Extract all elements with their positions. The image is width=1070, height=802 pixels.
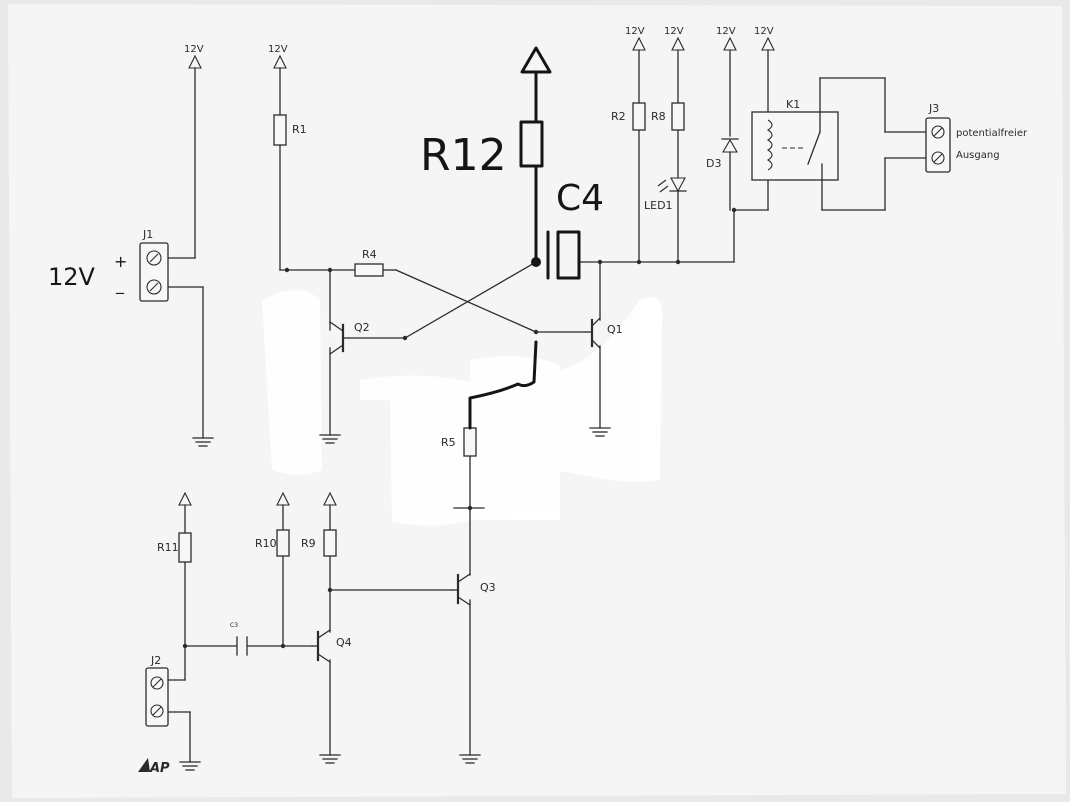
diode-d3: D3 <box>706 138 739 170</box>
j3-description-line2: Ausgang <box>956 150 1000 161</box>
resistors: R1 R2 R8 R4 R5 R11 R10 R9 <box>157 102 685 563</box>
svg-text:R9: R9 <box>301 537 316 550</box>
up-arrow-icon <box>188 54 202 69</box>
handwritten-rework <box>468 340 538 430</box>
up-arrow-icon <box>723 36 737 51</box>
resistor-r11: R11 <box>157 532 192 563</box>
ground-icon <box>179 761 201 771</box>
svg-text:AP: AP <box>149 761 170 776</box>
svg-text:R12: R12 <box>420 130 507 181</box>
junctions <box>182 207 737 649</box>
up-arrow-icon <box>323 491 337 506</box>
grounds <box>179 427 611 771</box>
connector-j2: J2 <box>145 654 169 727</box>
up-arrow-icon <box>276 491 290 506</box>
supply-label: 12V <box>268 44 288 55</box>
svg-text:D3: D3 <box>706 157 721 170</box>
up-arrow-icon <box>273 54 287 69</box>
handwritten-12v: 12V <box>48 263 96 291</box>
relay-k1: K1 <box>751 98 839 181</box>
resistor-r4: R4 <box>354 248 384 277</box>
transistor-q2: Q2 <box>329 321 370 355</box>
wires <box>167 49 927 763</box>
relay-switch-icon <box>807 131 821 165</box>
svg-text:K1: K1 <box>786 98 800 111</box>
ground-icon <box>589 427 611 437</box>
resistor-r10: R10 <box>255 529 290 557</box>
supply-labels: 12V 12V 12V 12V 12V 12V <box>184 26 774 55</box>
power-arrows <box>178 36 775 506</box>
ground-icon <box>459 754 481 764</box>
svg-text:J2: J2 <box>150 654 161 667</box>
svg-text:J1: J1 <box>142 228 153 241</box>
up-arrow-icon <box>761 36 775 51</box>
led-1: LED1 <box>644 177 687 212</box>
svg-text:R11: R11 <box>157 541 179 554</box>
resistor-r2: R2 <box>611 102 646 131</box>
handwritten-r12: R12 <box>420 46 552 181</box>
svg-text:Q4: Q4 <box>336 636 352 649</box>
svg-text:LED1: LED1 <box>644 199 673 212</box>
supply-label: 12V <box>754 26 774 37</box>
transistor-q3: Q3 <box>451 573 496 606</box>
handwritten-c4: C4 <box>531 164 604 280</box>
supply-label: 12V <box>664 26 684 37</box>
up-arrow-icon <box>178 491 192 506</box>
resistor-r5: R5 <box>441 427 477 457</box>
supply-label: 12V <box>184 44 204 55</box>
transistor-q1: Q1 <box>585 317 623 349</box>
transistor-q4: Q4 <box>311 629 352 663</box>
supply-label: 12V <box>625 26 645 37</box>
svg-text:C4: C4 <box>556 178 604 219</box>
ground-icon <box>319 434 341 444</box>
relay-coil-icon <box>766 119 773 171</box>
up-arrow-icon <box>671 36 685 51</box>
svg-text:R4: R4 <box>362 248 377 261</box>
connector-j3: J3 potentialfreier Ausgang <box>925 102 1028 173</box>
resistor-r8: R8 <box>651 102 685 131</box>
svg-text:Q3: Q3 <box>480 581 496 594</box>
up-arrow-icon <box>632 36 646 51</box>
ground-icon <box>192 437 214 447</box>
svg-text:J3: J3 <box>928 102 939 115</box>
svg-text:R5: R5 <box>441 436 456 449</box>
capacitor-c3: C3 <box>230 622 248 656</box>
ground-icon <box>319 754 341 764</box>
j3-description-line1: potentialfreier <box>956 128 1028 139</box>
svg-text:Q2: Q2 <box>354 321 370 334</box>
svg-text:R1: R1 <box>292 123 307 136</box>
minus-sign: _ <box>115 275 125 295</box>
svg-text:R10: R10 <box>255 537 277 550</box>
svg-text:R8: R8 <box>651 110 666 123</box>
ap-logo: AP <box>138 758 170 776</box>
eraser-smear <box>262 290 663 526</box>
svg-text:Q1: Q1 <box>607 323 623 336</box>
svg-text:C3: C3 <box>230 622 238 629</box>
supply-label: 12V <box>716 26 736 37</box>
connector-j1: J1 <box>139 228 169 302</box>
resistor-r1: R1 <box>273 114 307 146</box>
resistor-r9: R9 <box>301 529 337 557</box>
svg-text:R2: R2 <box>611 110 626 123</box>
plus-sign: + <box>114 252 127 271</box>
